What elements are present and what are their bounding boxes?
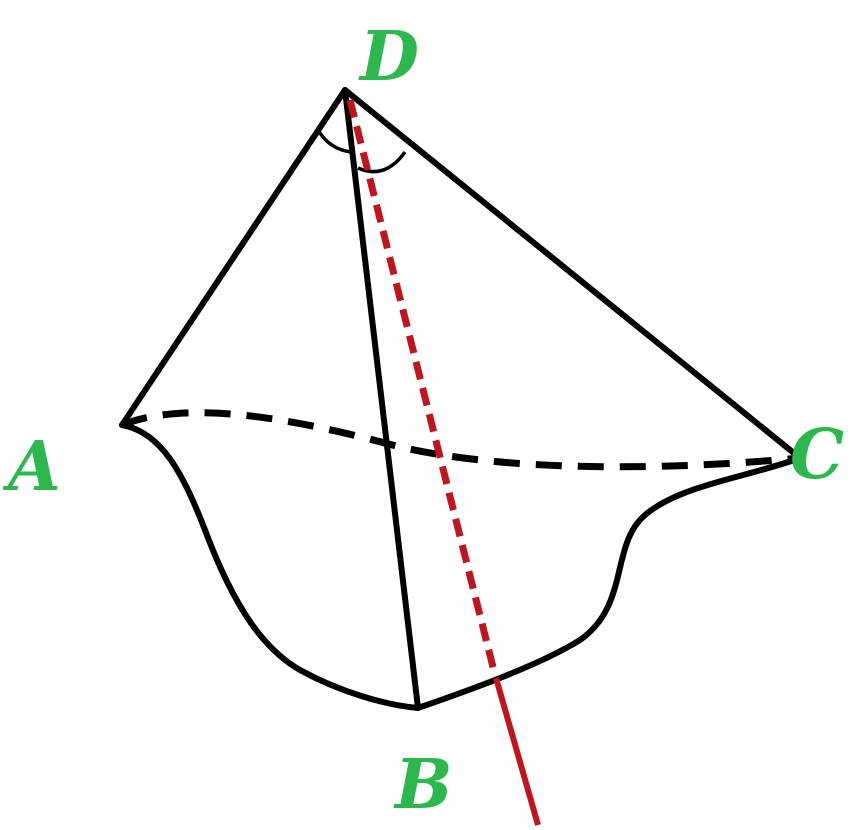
base-curve-front — [119, 422, 803, 711]
vertex-label-right: C — [790, 415, 844, 495]
axis-hidden-segment — [346, 99, 499, 676]
vertex-label-left: A — [2, 427, 61, 507]
vertex-label-apex: D — [358, 17, 419, 97]
edge-apex-left — [119, 87, 348, 428]
edge-apex-bottom — [342, 87, 421, 711]
vertex-label-bottom: B — [393, 745, 452, 825]
angle-arc-left — [316, 129, 353, 154]
base-curve-hidden — [120, 409, 801, 471]
axis-visible-segment — [493, 677, 541, 826]
edge-apex-right — [342, 87, 803, 461]
angle-arc-right — [357, 150, 407, 174]
